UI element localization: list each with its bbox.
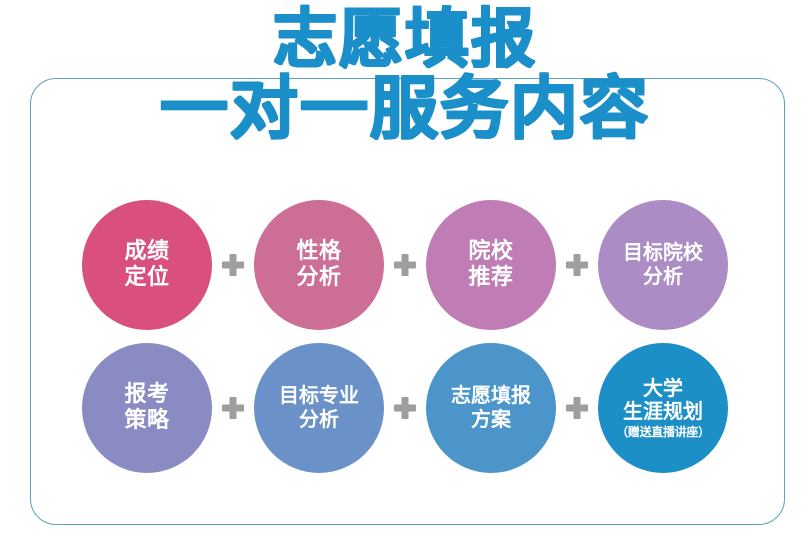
service-node-xing-ge-fen-xi[interactable]: 性格 分析 — [254, 200, 384, 330]
poster-title: 志愿填报 一对一服务内容 — [0, 8, 810, 144]
plus-icon — [385, 388, 425, 428]
service-node-yuan-xiao-tui-jian[interactable]: 院校 推荐 — [426, 200, 556, 330]
service-node-mu-biao-zhuan-ye-fen-xi[interactable]: 目标专业 分析 — [254, 343, 384, 473]
service-node-label: 大学 生涯规划 — [623, 375, 703, 424]
service-node-cheng-ji-ding-wei[interactable]: 成绩 定位 — [82, 200, 212, 330]
plus-icon — [213, 245, 253, 285]
service-node-sublabel: （赠送直播讲座） — [616, 425, 710, 439]
title-line-secondary: 一对一服务内容 — [159, 70, 650, 149]
service-node-da-xue-sheng-ya-gui-hua[interactable]: 大学 生涯规划 （赠送直播讲座） — [598, 343, 728, 473]
service-node-mu-biao-yuan-xiao-fen-xi[interactable]: 目标院校 分析 — [598, 200, 728, 330]
service-node-label: 报考 策略 — [124, 382, 170, 433]
plus-icon — [385, 245, 425, 285]
service-node-bao-kao-ce-lue[interactable]: 报考 策略 — [82, 343, 212, 473]
service-row-1: 成绩 定位 性格 分析 院校 推荐 目标院校 分析 — [0, 197, 810, 333]
title-line-primary: 志愿填报 — [273, 3, 537, 77]
service-node-label: 目标院校 分析 — [623, 240, 703, 288]
plus-icon — [557, 245, 597, 285]
service-row-2: 报考 策略 目标专业 分析 志愿填报 方案 大学 生涯规划 （赠送直播讲座） — [0, 340, 810, 476]
service-node-label: 院校 推荐 — [468, 239, 514, 290]
service-node-label: 目标专业 分析 — [279, 383, 359, 431]
plus-icon — [213, 388, 253, 428]
service-node-zhi-yuan-tian-bao-fang-an[interactable]: 志愿填报 方案 — [426, 343, 556, 473]
service-node-label: 性格 分析 — [296, 239, 342, 290]
plus-icon — [557, 388, 597, 428]
service-node-label: 成绩 定位 — [124, 239, 170, 290]
service-node-label: 志愿填报 方案 — [451, 383, 531, 431]
